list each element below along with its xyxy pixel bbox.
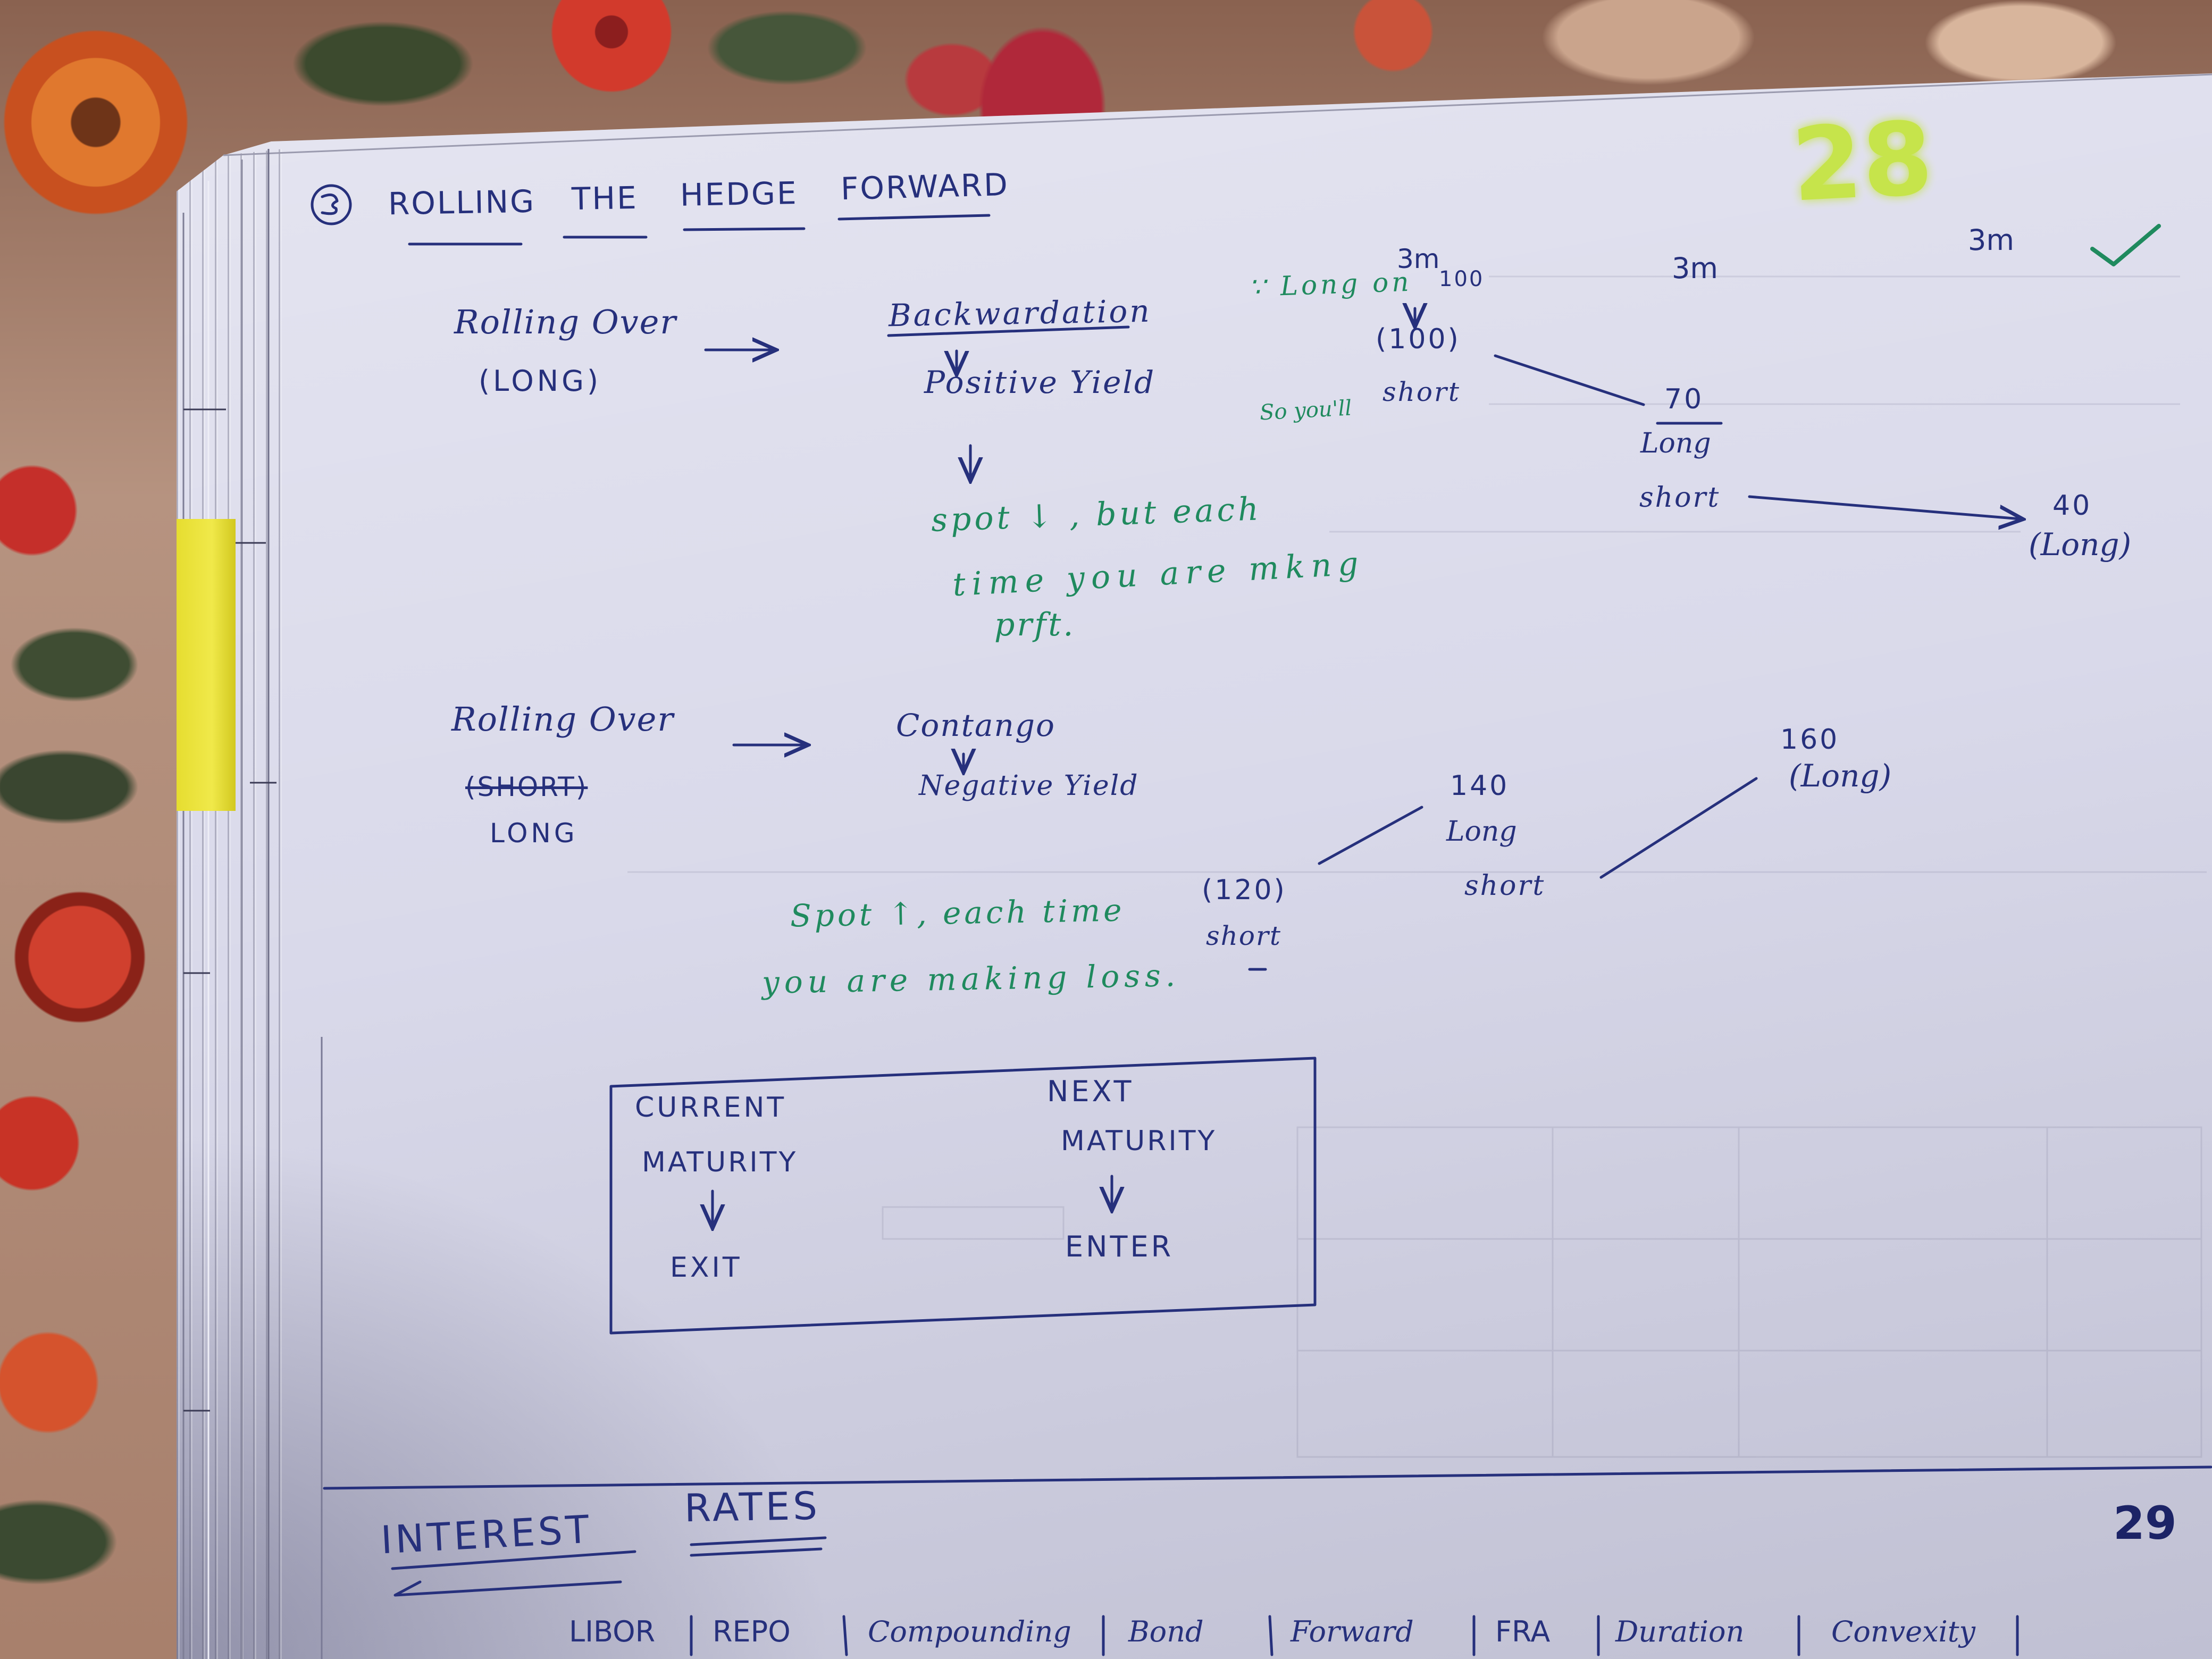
example-final-price: 40 (2052, 490, 2092, 522)
maturity-box-frame (609, 1057, 1317, 1335)
example-final-price: 160 (1780, 724, 1840, 756)
position-label: LONG (490, 818, 578, 849)
next-section-title-word: INTEREST (380, 1506, 593, 1563)
topic-item: Bond (1128, 1615, 1204, 1648)
example-entry-price: (100) (1376, 323, 1461, 355)
next-maturity-line2: MATURITY (1061, 1125, 1217, 1157)
current-maturity-line1: CURRENT (635, 1092, 787, 1124)
rolling-over-label: Rolling Over (451, 700, 675, 739)
topic-item: Convexity (1831, 1615, 1976, 1648)
section-bullet-icon (311, 184, 352, 225)
bleed-through-marks (627, 275, 2207, 1458)
note-line: Spot ↑, each time (790, 892, 1125, 934)
bleed-through-table (1296, 1126, 2202, 1458)
note-line: you are making loss. (761, 957, 1180, 1001)
topic-item: Compounding (868, 1615, 1071, 1648)
current-maturity-line2: MATURITY (642, 1146, 798, 1178)
market-state-label: Contango (896, 707, 1055, 743)
topic-item: Duration (1615, 1615, 1745, 1648)
position-label-struck: (SHORT) (465, 772, 588, 802)
bullet-mark (321, 193, 339, 215)
yellow-sticky-tab (177, 519, 236, 811)
connector-line (1599, 777, 1758, 879)
bleed-through-box (882, 1206, 1065, 1240)
check-mark-icon (2090, 224, 2161, 266)
backwardation-underline (887, 325, 1130, 337)
heading-word: HEDGE (680, 175, 799, 213)
topic-item: FRA (1495, 1615, 1551, 1648)
highlighted-page-number: 28 (1789, 99, 1936, 224)
example-roll-price: 70 (1664, 383, 1704, 415)
yield-type-label: Positive Yield (924, 364, 1156, 400)
heading-word: ROLLING (388, 183, 536, 222)
example-roll-price: 140 (1450, 770, 1510, 802)
example-roll-long: Long (1640, 428, 1711, 459)
example-final-position: (Long) (1789, 758, 1892, 794)
rates-underline (690, 1536, 827, 1546)
example-roll-short: short (1639, 482, 1721, 514)
market-state-label: Backwardation (888, 292, 1152, 334)
example-reason: ∵ Long on (1248, 266, 1413, 303)
topic-item: LIBOR (569, 1615, 656, 1648)
example-entry-price: (120) (1202, 874, 1287, 906)
example-term-price: 100 (1439, 267, 1485, 291)
page-number: 29 (2113, 1497, 2177, 1550)
rolling-over-label: Rolling Over (454, 303, 677, 341)
interest-underline-arrow (393, 1580, 622, 1597)
current-maturity-action: EXIT (670, 1252, 742, 1284)
example-term: 3m (1397, 244, 1440, 274)
example-so-you-will: So you'll (1259, 396, 1353, 425)
arrow-to-final-long (1748, 495, 2021, 519)
connector-line (1318, 806, 1423, 865)
rates-underline (690, 1547, 823, 1557)
page-edge-stack (177, 149, 283, 1659)
example-short: short (1382, 376, 1461, 407)
yield-type-label: Negative Yield (919, 770, 1139, 802)
heading-word: FORWARD (840, 166, 1010, 207)
next-maturity-line1: NEXT (1047, 1075, 1134, 1108)
interest-underline (391, 1550, 636, 1570)
position-label: (LONG) (479, 364, 602, 398)
example-final-position: (Long) (2029, 526, 2132, 563)
heading-underline (683, 227, 806, 231)
section-divider (323, 1465, 2212, 1490)
heading-underline (837, 214, 991, 221)
topic-item: Forward (1291, 1615, 1414, 1648)
example-entry-action: short (1206, 920, 1281, 951)
connector-line (1494, 354, 1645, 406)
example-roll-short: short (1464, 870, 1546, 902)
example-roll-long: Long (1446, 816, 1517, 848)
topic-separator (1268, 1615, 1273, 1656)
term-mark: 3m (1968, 223, 2014, 257)
note-line: prft. (994, 606, 1076, 643)
term-mark: 3m (1672, 252, 1718, 285)
bullet-circle (311, 184, 352, 225)
topic-separator (842, 1615, 848, 1656)
heading-word: THE (571, 179, 639, 217)
next-section-title-word: RATES (684, 1483, 821, 1531)
page-top-edge-shadow (223, 73, 2212, 156)
topic-item: REPO (713, 1615, 791, 1648)
next-maturity-action: ENTER (1065, 1230, 1174, 1263)
